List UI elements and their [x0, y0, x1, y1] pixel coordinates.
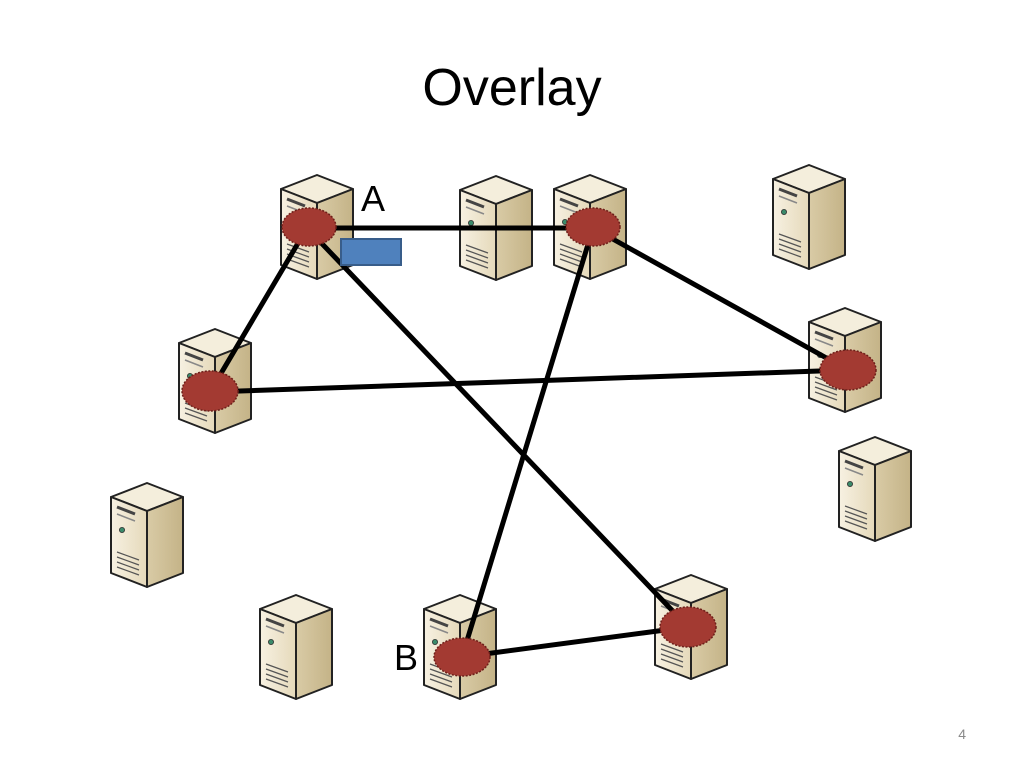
overlay-node [819, 349, 877, 391]
server-icon [109, 481, 185, 589]
server-icon [258, 593, 334, 701]
node-label-b: B [394, 637, 418, 678]
message-packet [340, 238, 402, 266]
server-icon [771, 163, 847, 271]
overlay-edge [459, 225, 596, 660]
overlay-node [659, 606, 717, 648]
slide-number: 4 [958, 726, 966, 742]
overlay-node-b [433, 637, 491, 677]
overlay-node-a [281, 207, 337, 247]
overlay-edge [459, 624, 691, 660]
overlay-node [565, 207, 621, 247]
overlay-edge [590, 225, 851, 373]
overlay-edge [207, 225, 310, 395]
overlay-edge [304, 225, 691, 630]
node-label-a: A [361, 178, 385, 219]
slide-title: Overlay [422, 59, 602, 117]
overlay-edge [207, 367, 851, 395]
overlay-node [181, 370, 239, 412]
server-icon [837, 435, 913, 543]
